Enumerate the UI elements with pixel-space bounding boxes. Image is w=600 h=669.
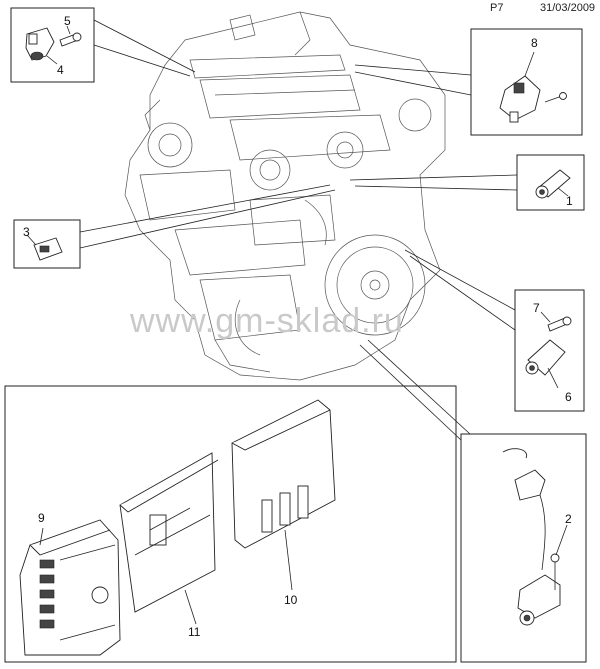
ecu-cover-10 bbox=[231, 399, 336, 549]
callout-7: 7 bbox=[533, 301, 540, 315]
sensor-part-8 bbox=[499, 75, 541, 123]
screw-part-7 bbox=[547, 316, 572, 332]
callout-9: 9 bbox=[38, 511, 45, 525]
callout-4: 4 bbox=[57, 63, 64, 77]
screw-part-8 bbox=[544, 92, 567, 103]
page-code: P7 bbox=[490, 2, 504, 14]
detail-box-1 bbox=[516, 154, 585, 211]
ecu-unit-9 bbox=[19, 519, 121, 656]
callout-8: 8 bbox=[531, 36, 538, 50]
bolt-part-2 bbox=[550, 553, 560, 590]
ecu-bracket-11 bbox=[119, 452, 219, 613]
callout-2: 2 bbox=[565, 512, 572, 526]
detail-box-3 bbox=[13, 219, 81, 269]
callout-10: 10 bbox=[284, 593, 298, 607]
engine-drawing bbox=[124, 11, 446, 381]
sensor-part-2 bbox=[502, 448, 561, 626]
page-date: 31/03/2009 bbox=[540, 2, 596, 14]
detail-box-8 bbox=[470, 28, 583, 136]
detail-box-ecu bbox=[4, 385, 457, 663]
watermark-text: www.gm-sklad.ru bbox=[129, 302, 404, 340]
callout-1: 1 bbox=[566, 194, 573, 208]
callout-11: 11 bbox=[188, 625, 201, 639]
sensor-part-6 bbox=[525, 339, 566, 376]
screw-part-5 bbox=[59, 32, 82, 47]
sensor-part-3 bbox=[33, 237, 63, 261]
callout-3: 3 bbox=[23, 225, 30, 239]
detail-box-6-7 bbox=[514, 289, 585, 412]
callout-5: 5 bbox=[64, 14, 71, 28]
detail-box-2 bbox=[460, 433, 587, 663]
callout-6: 6 bbox=[565, 390, 572, 404]
sensor-part-1 bbox=[535, 169, 571, 199]
sensor-part-4 bbox=[25, 27, 55, 61]
